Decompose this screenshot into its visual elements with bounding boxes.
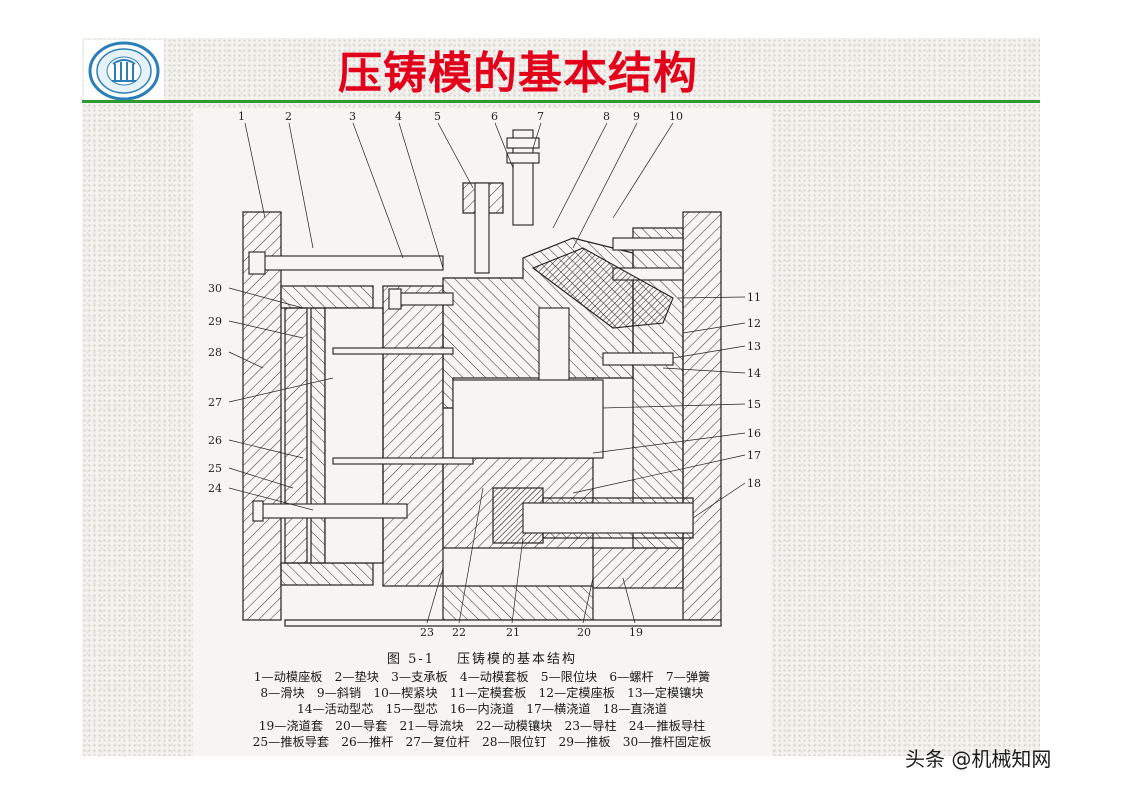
callout-21: 21	[506, 626, 520, 639]
figure-caption-title: 图 5-1 压铸模的基本结构	[193, 648, 771, 667]
callout-8: 8	[603, 110, 610, 123]
callout-26: 26	[208, 434, 222, 447]
callout-10: 10	[669, 110, 683, 123]
legend-line-1: 1—动模座板 2—垫块 3—支承板 4—动模套板 5—限位块 6—螺杆 7—弹簧	[253, 670, 711, 684]
legend-line-5: 25—推板导套 26—推杆 27—复位杆 28—限位钉 29—推板 30—推杆固…	[252, 734, 712, 749]
legend-line-4: 19—浇道套 20—导套 21—导流块 22—动模镶块 23—导柱 24—推板导…	[258, 718, 706, 733]
callout-19: 19	[629, 626, 643, 639]
callout-11: 11	[747, 291, 761, 304]
callout-13: 13	[747, 340, 761, 353]
figure-title-text: 压铸模的基本结构	[457, 652, 578, 667]
callout-2: 2	[285, 110, 292, 123]
figure-number: 图 5-1	[386, 652, 436, 667]
callout-27: 27	[208, 396, 222, 409]
callout-3: 3	[349, 110, 356, 123]
callout-30: 30	[208, 282, 222, 295]
die-casting-mold-drawing: 1 2 3 4 5 6 7 8 9 10 11 12 13 14 15 16 1…	[208, 110, 761, 639]
watermark-text: 头条 @机械知网	[905, 747, 1052, 771]
callout-1: 1	[238, 110, 245, 123]
callout-25: 25	[208, 462, 222, 475]
callout-17: 17	[747, 449, 761, 462]
title-divider	[82, 100, 1040, 103]
leader-lines	[228, 122, 746, 624]
callout-15: 15	[747, 398, 761, 411]
callout-7: 7	[537, 110, 544, 123]
slide-title: 压铸模的基本结构	[338, 48, 698, 99]
legend-line-3: 14—活动型芯 15—型芯 16—内浇道 17—横浇道 18—直浇道	[296, 702, 668, 717]
figure-caption: 图 5-1 压铸模的基本结构 1—动模座板 2—垫块 3—支承板 4—动模套板 5…	[193, 648, 771, 750]
bolts-and-pins	[248, 129, 694, 534]
callout-9: 9	[633, 110, 640, 123]
university-logo	[84, 40, 164, 102]
legend-line-2: 8—滑块 9—斜销 10—楔紧块 11—定模套板 12—定模座板 13—定模镶块	[260, 686, 704, 701]
callout-28: 28	[208, 346, 222, 359]
callout-22: 22	[452, 626, 466, 639]
callout-24: 24	[208, 482, 222, 495]
university-logo-icon	[88, 41, 160, 101]
callout-4: 4	[395, 110, 402, 123]
callout-16: 16	[747, 427, 761, 440]
callout-14: 14	[747, 367, 761, 380]
callout-6: 6	[491, 110, 498, 123]
callout-23: 23	[420, 626, 434, 639]
callout-12: 12	[747, 317, 761, 330]
callout-18: 18	[747, 477, 761, 490]
callout-numbers: 1 2 3 4 5 6 7 8 9 10 11 12 13 14 15 16 1…	[208, 110, 761, 639]
callout-29: 29	[208, 315, 222, 328]
diagram-figure: 1 2 3 4 5 6 7 8 9 10 11 12 13 14 15 16 1…	[193, 108, 771, 756]
callout-20: 20	[577, 626, 591, 639]
callout-5: 5	[434, 110, 441, 123]
